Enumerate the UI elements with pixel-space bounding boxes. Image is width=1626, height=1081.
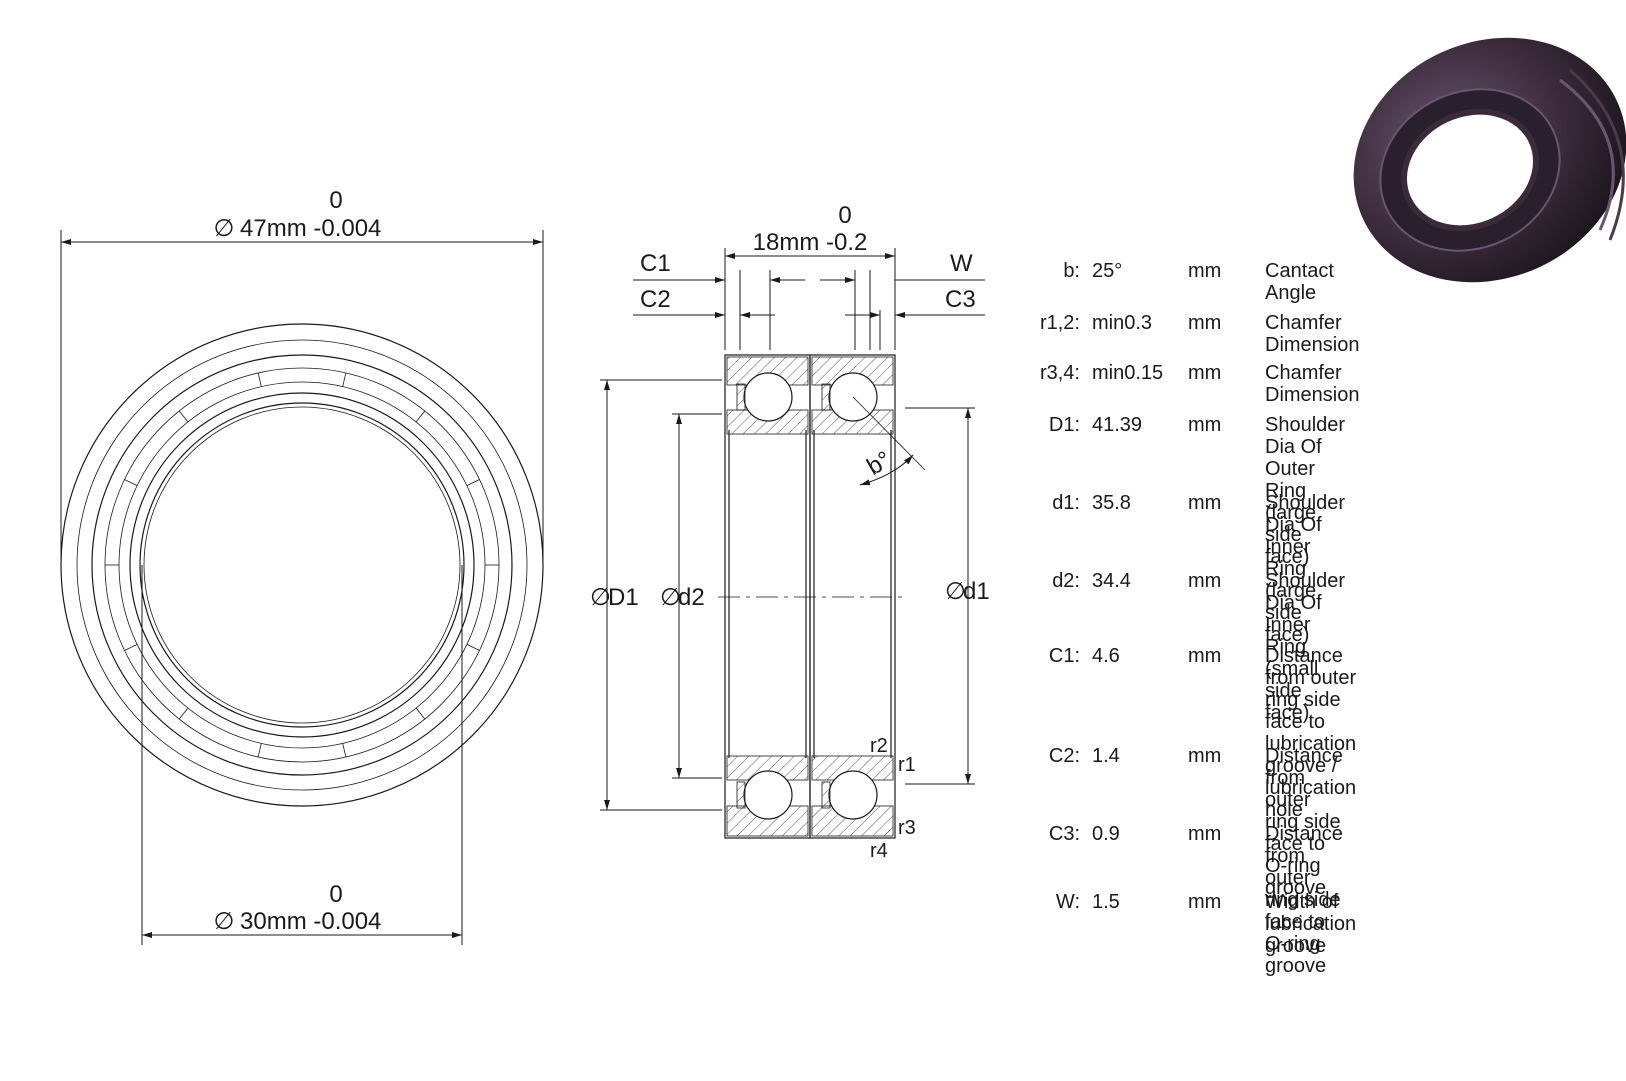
cage-pocket xyxy=(342,372,347,387)
spec-value: 1.4 xyxy=(1092,745,1120,767)
spec-unit: mm xyxy=(1188,312,1222,334)
cage-pocket xyxy=(342,743,347,758)
spec-key: r1,2: xyxy=(1039,312,1080,334)
spec-key: d2: xyxy=(1052,570,1080,592)
cage-pocket xyxy=(257,372,262,387)
cage-pocket xyxy=(466,644,480,651)
right-bearing-outline xyxy=(809,354,896,839)
spec-key: W: xyxy=(1055,891,1080,913)
front-view xyxy=(60,323,544,807)
label-c2: C2 xyxy=(640,286,671,313)
label-r3: r3 xyxy=(898,817,916,839)
inner-ring-bore-chamfer xyxy=(143,406,461,724)
spec-description: Distance from outer ring side face to O-… xyxy=(1265,823,1343,977)
cage-pocket xyxy=(124,644,138,651)
spec-description: Cantact Angle xyxy=(1265,260,1334,304)
outer-ring-edge xyxy=(60,323,544,807)
outer-diameter-dimension xyxy=(60,230,544,565)
spec-key: r3,4: xyxy=(1039,362,1080,384)
spec-value: 1.5 xyxy=(1092,891,1120,913)
spec-value: 25° xyxy=(1092,260,1123,282)
spec-unit: mm xyxy=(1188,570,1222,592)
width-dim-main: 18mm -0.2 xyxy=(753,229,868,256)
cage-pocket xyxy=(178,410,189,423)
spec-key: D1: xyxy=(1048,414,1080,436)
spec-unit: mm xyxy=(1188,891,1222,913)
cage-pocket xyxy=(415,410,426,423)
inner-dim-main: 30mm -0.004 xyxy=(240,908,381,935)
spec-value: min0.3 xyxy=(1092,312,1153,334)
spec-description: Shoulder Dia Of Inner Ring (large side f… xyxy=(1265,492,1346,646)
width-dimension xyxy=(724,248,896,350)
inner-dim-symbol: ∅ xyxy=(214,908,235,935)
spec-description: Chamfer Dimension xyxy=(1265,362,1360,406)
spec-value: min0.15 xyxy=(1092,362,1164,384)
inner-diameter-dimension xyxy=(141,565,463,945)
bearing-3d-render xyxy=(1353,37,1626,283)
cage-pocket xyxy=(466,479,480,486)
spec-description: Shoulder Dia Of Outer Ring (large side f… xyxy=(1265,414,1346,568)
spec-unit: mm xyxy=(1188,745,1222,767)
label-dia-D1-symbol: ∅ xyxy=(590,584,611,611)
cage-outer xyxy=(104,367,500,763)
spec-value: 4.6 xyxy=(1092,645,1120,667)
label-dia-d2-symbol: ∅ xyxy=(660,584,681,611)
shoulder-dimensions xyxy=(600,379,975,811)
spec-description: Distance from outer ring side face to O-… xyxy=(1265,745,1343,899)
spec-unit: mm xyxy=(1188,414,1222,436)
label-r2: r2 xyxy=(870,735,888,757)
cage-pocket xyxy=(257,743,262,758)
cage-pocket xyxy=(124,479,138,486)
inner-ring-shoulder xyxy=(129,392,475,738)
section-view xyxy=(718,354,926,839)
label-c3: C3 xyxy=(945,286,976,313)
outer-dim-symbol: ∅ xyxy=(214,215,235,242)
outer-ring-chamfer xyxy=(76,339,528,791)
spec-description: Distance from outer ring side face to lu… xyxy=(1265,645,1357,821)
outer-dim-upper: 0 xyxy=(329,187,342,214)
spec-value: 0.9 xyxy=(1092,823,1120,845)
inner-dim-upper: 0 xyxy=(329,881,342,908)
label-dia-d1-symbol: ∅ xyxy=(945,578,966,605)
spec-key: b: xyxy=(1063,260,1080,282)
spec-key: C3: xyxy=(1048,823,1080,845)
label-d1: d1 xyxy=(963,578,990,605)
label-c1: C1 xyxy=(640,250,671,277)
spec-value: 41.39 xyxy=(1092,414,1143,436)
label-D1: D1 xyxy=(608,584,639,611)
spec-unit: mm xyxy=(1188,823,1222,845)
spec-key: d1: xyxy=(1052,492,1080,514)
groove-dimensions xyxy=(633,270,985,350)
label-d2: d2 xyxy=(678,584,705,611)
cage-pocket xyxy=(415,707,426,720)
spec-unit: mm xyxy=(1188,645,1222,667)
cage-pocket xyxy=(178,707,189,720)
label-w: W xyxy=(950,250,973,277)
inner-ring-bore xyxy=(139,402,465,728)
spec-value: 34.4 xyxy=(1092,570,1131,592)
left-bottom-ball xyxy=(743,770,793,820)
left-top-ball xyxy=(743,372,793,422)
label-r1: r1 xyxy=(898,754,916,776)
spec-key: C1: xyxy=(1048,645,1080,667)
spec-value: 35.8 xyxy=(1092,492,1131,514)
spec-key: C2: xyxy=(1048,745,1080,767)
width-dim-upper: 0 xyxy=(838,202,851,229)
outer-dim-main: 47mm -0.004 xyxy=(240,215,381,242)
spec-description: Chamfer Dimension xyxy=(1265,312,1360,356)
spec-unit: mm xyxy=(1188,492,1222,514)
spec-description: Width of lubrication groove xyxy=(1265,891,1357,957)
spec-description: Shoulder Dia Of Inner Ring (small side f… xyxy=(1265,570,1346,724)
spec-unit: mm xyxy=(1188,260,1222,282)
label-r4: r4 xyxy=(870,840,888,862)
outer-ring-bore xyxy=(91,354,513,776)
spec-unit: mm xyxy=(1188,362,1222,384)
cage-pockets xyxy=(105,372,499,758)
cage-inner xyxy=(118,381,486,749)
right-bottom-ball xyxy=(828,770,878,820)
